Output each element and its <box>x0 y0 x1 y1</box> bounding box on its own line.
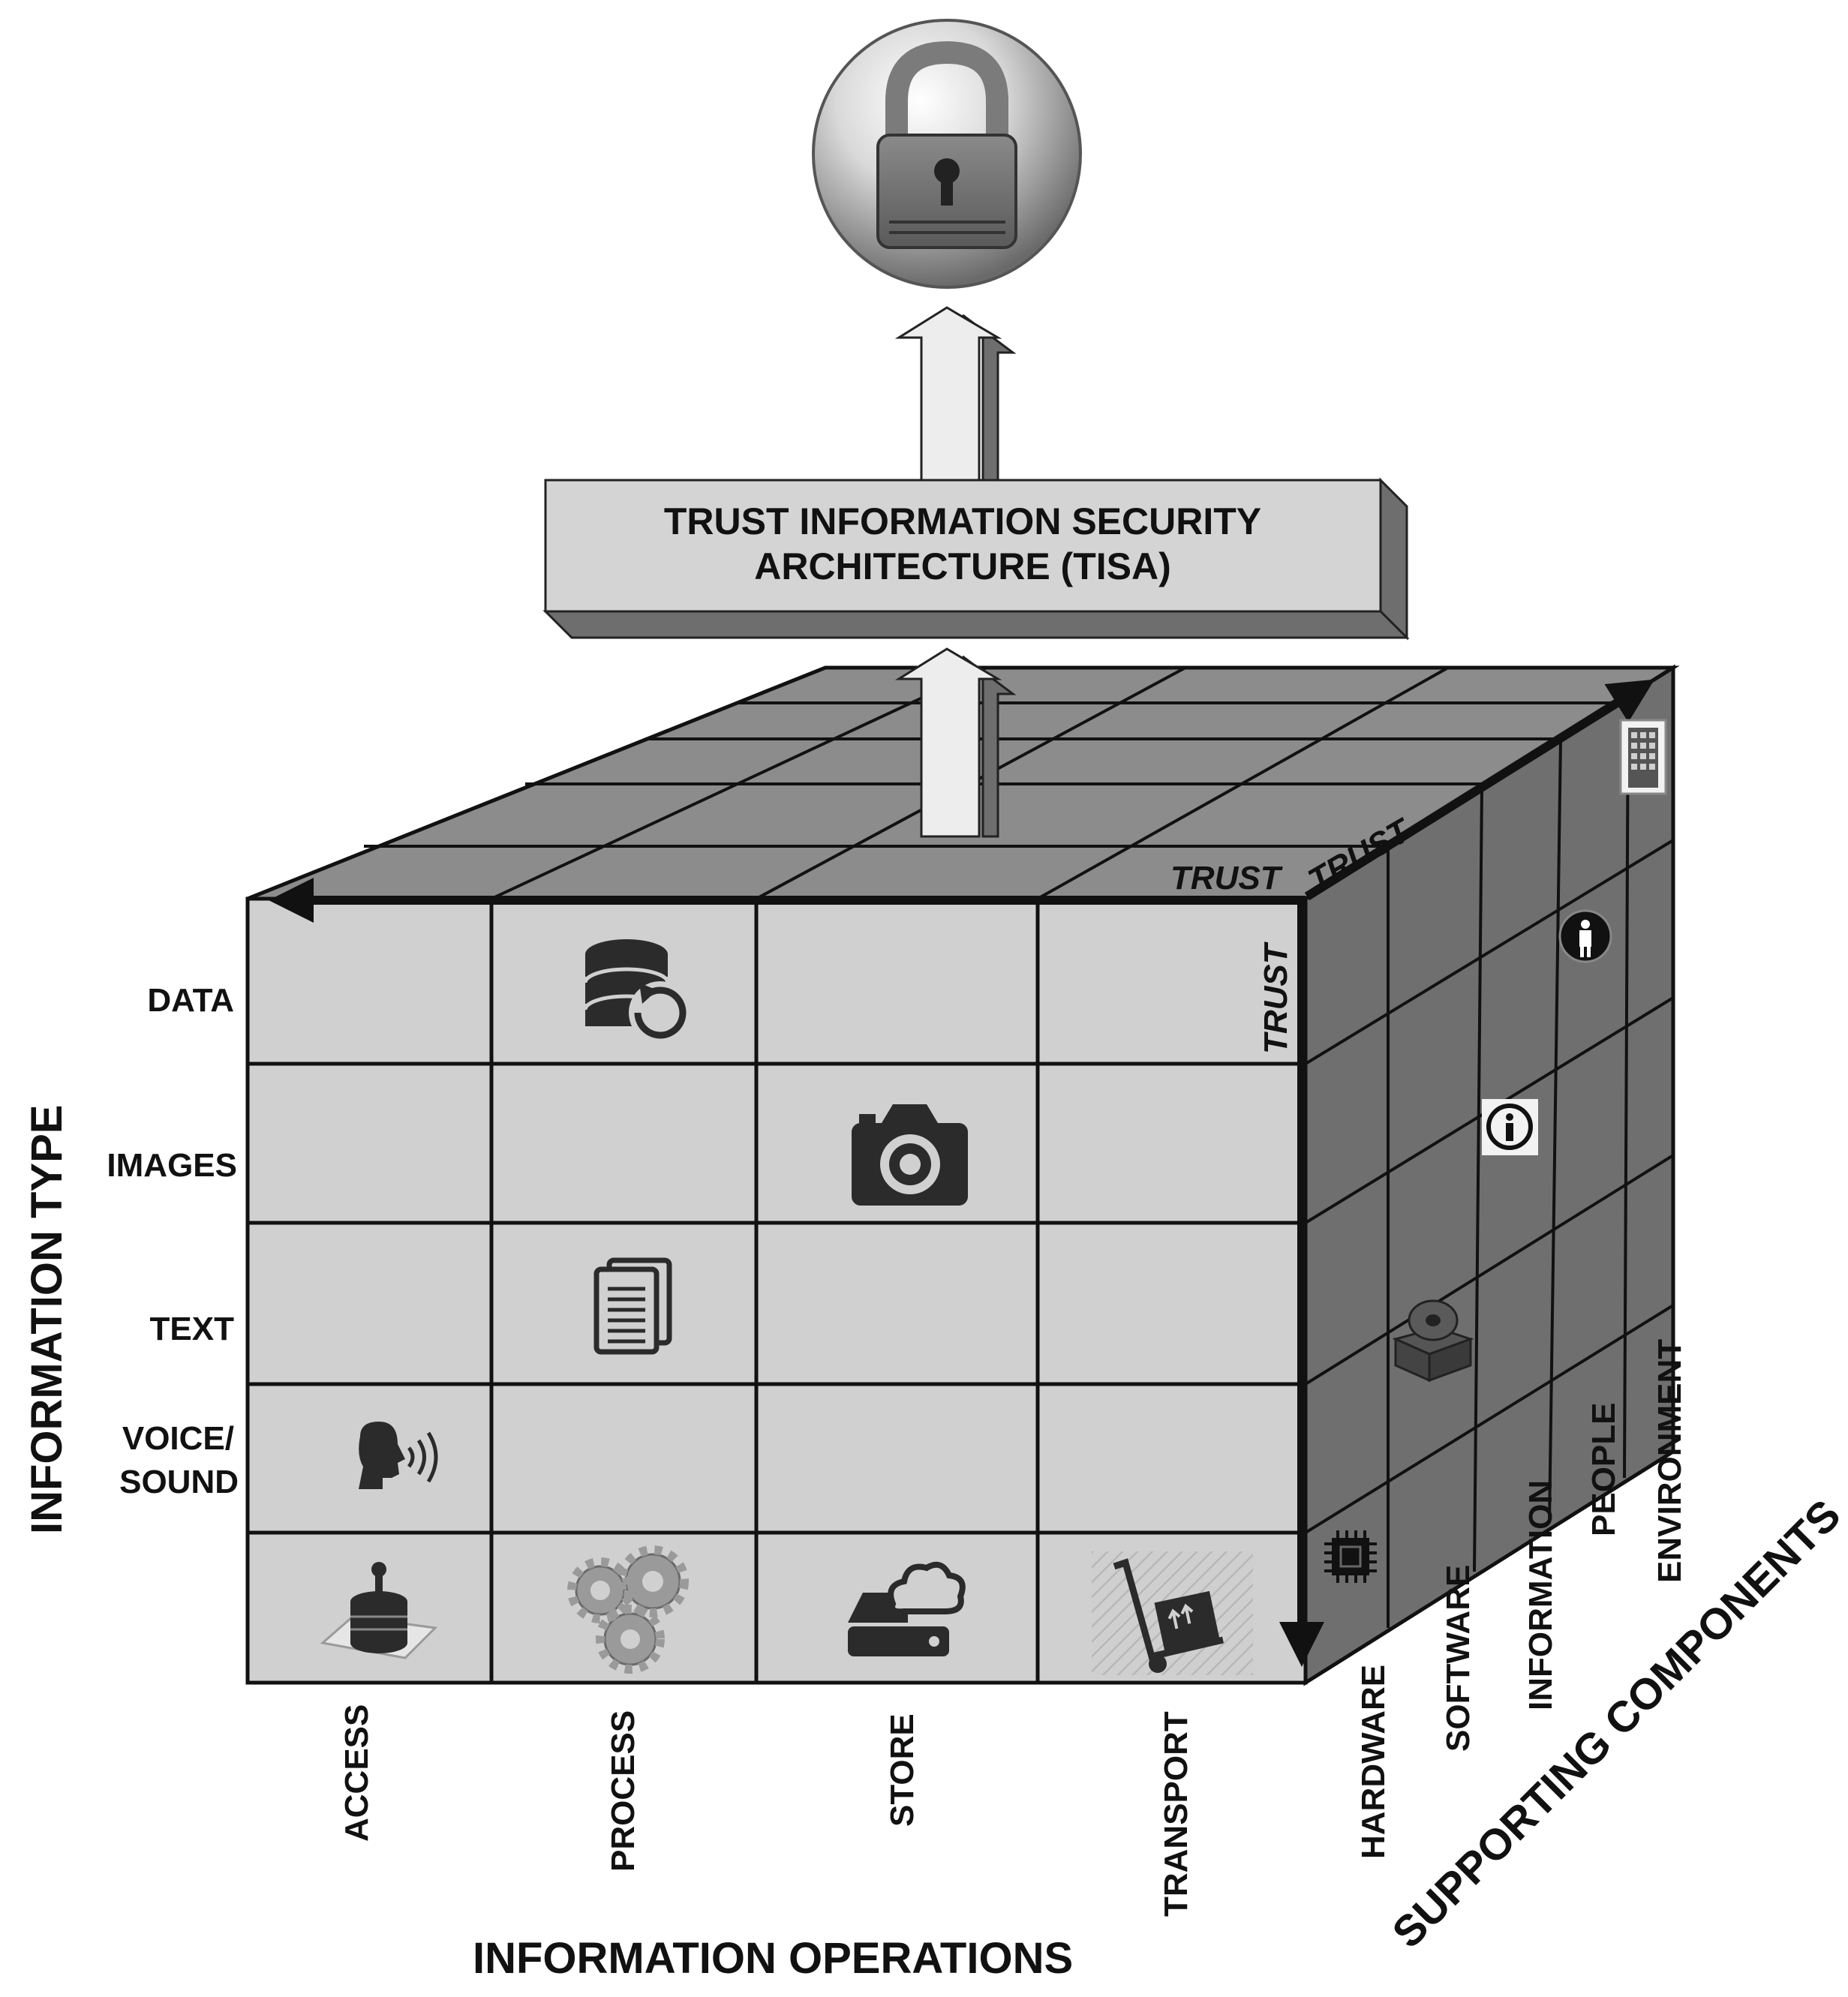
documents-icon <box>593 1257 672 1355</box>
tisa-title-line2: ARCHITECTURE (TISA) <box>754 545 1171 587</box>
upward-arrow-top <box>894 306 1017 482</box>
tisa-title-line1: TRUST INFORMATION SECURITY <box>664 500 1261 542</box>
side-label-environment: ENVIRONMENT <box>1651 1339 1688 1583</box>
side-label-people: PEOPLE <box>1585 1403 1622 1537</box>
info-icon <box>1482 1099 1538 1155</box>
col-label-transport: TRANSPORT <box>1158 1711 1194 1917</box>
row-label-text: TEXT <box>150 1311 235 1347</box>
row-label-sound: SOUND <box>119 1464 239 1500</box>
building-icon <box>1619 719 1667 795</box>
row-label-voice: VOICE/ <box>122 1420 234 1457</box>
trust-arrows <box>269 679 1655 1667</box>
chip-icon <box>1324 1530 1377 1583</box>
row-label-data: DATA <box>147 982 234 1019</box>
side-label-software: SOFTWARE <box>1440 1565 1477 1752</box>
hand-truck-icon <box>1092 1551 1253 1675</box>
disk-drive-icon <box>1392 1299 1474 1383</box>
col-label-store: STORE <box>884 1713 921 1827</box>
side-label-information: INFORMATION <box>1522 1480 1559 1710</box>
row-label-images: IMAGES <box>107 1147 237 1184</box>
database-key-icon <box>320 1562 438 1659</box>
speaking-voice-icon <box>359 1422 438 1489</box>
col-label-access: ACCESS <box>338 1704 375 1842</box>
camera-icon <box>852 1104 968 1206</box>
tisa-box: TRUST INFORMATION SECURITY ARCHITECTURE … <box>542 477 1410 641</box>
upward-arrow-middle <box>894 647 1017 838</box>
padlock-icon <box>812 19 1082 289</box>
trust-label-front-right: TRUST <box>1258 941 1294 1054</box>
axis-title-information-operations: INFORMATION OPERATIONS <box>473 1934 1073 1983</box>
axis-title-information-type: INFORMATION TYPE <box>23 1105 71 1534</box>
person-icon <box>1558 909 1612 963</box>
side-label-hardware: HARDWARE <box>1355 1665 1392 1859</box>
gears-icon <box>567 1545 689 1674</box>
col-label-process: PROCESS <box>605 1710 642 1872</box>
database-restore-icon <box>583 939 692 1044</box>
trust-label-front-top: TRUST <box>1170 860 1283 896</box>
cloud-drive-icon <box>848 1561 966 1656</box>
